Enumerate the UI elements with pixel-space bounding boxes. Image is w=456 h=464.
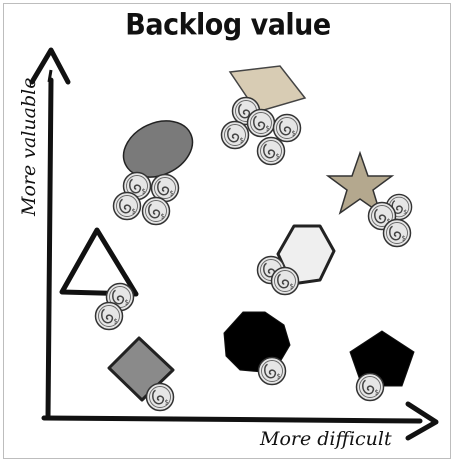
coin-icon: [246, 108, 276, 138]
coin-icon: [112, 191, 142, 221]
y-axis: [45, 69, 54, 421]
ellipse-shape: [122, 120, 194, 178]
x-axis-arrowhead: [405, 401, 439, 441]
star-shape: [325, 150, 395, 215]
coin-icon: [272, 113, 302, 143]
coin-icon: [256, 136, 286, 166]
diagram-title: Backlog value: [125, 8, 331, 43]
x-axis: [41, 415, 423, 424]
coin-stack-pentagon: [355, 372, 385, 402]
coin-icon: [270, 266, 300, 296]
coin-icon: [145, 382, 175, 412]
x-axis-label: More difficult: [260, 428, 392, 450]
y-axis-arrowhead: [29, 47, 71, 85]
triangle-shape: [59, 227, 139, 297]
coin-icon: [257, 356, 287, 386]
coin-icon: [220, 120, 250, 150]
coin-icon: [382, 218, 412, 248]
coin-icon: [355, 372, 385, 402]
coin-icon: [141, 196, 171, 226]
y-axis-label: More valuable: [18, 77, 40, 216]
coin-icon: [94, 301, 124, 331]
coin-stack-ellipse: [112, 171, 180, 226]
coin-stack-circle: [257, 356, 287, 386]
coin-stack-diamond: [145, 382, 175, 412]
